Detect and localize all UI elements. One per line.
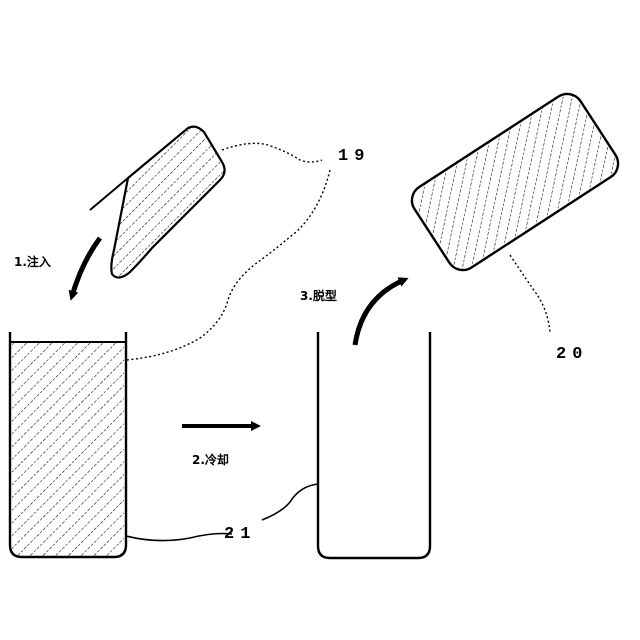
mold-filled <box>10 332 126 557</box>
leader-20 <box>510 255 550 332</box>
ref-20-label: 20 <box>556 345 588 364</box>
step-3-label: 3.脱型 <box>300 288 337 303</box>
step-2-label: 2.冷却 <box>192 452 229 467</box>
ref-21-label: 21 <box>224 525 256 544</box>
leader-21-left <box>126 534 232 541</box>
ingot-body <box>406 88 624 276</box>
molten-fill <box>12 342 124 556</box>
cast-ingot <box>406 88 624 276</box>
leader-21-right <box>262 484 318 520</box>
pouring-vessel <box>90 127 225 278</box>
pour-arrow <box>72 238 100 296</box>
vessel-body <box>111 127 224 278</box>
demold-arrow <box>355 280 404 345</box>
mold-empty <box>318 332 430 558</box>
step-1-label: 1.注入 <box>14 254 51 269</box>
ref-19-label: 19 <box>338 147 370 166</box>
leader-19-top <box>222 143 322 162</box>
